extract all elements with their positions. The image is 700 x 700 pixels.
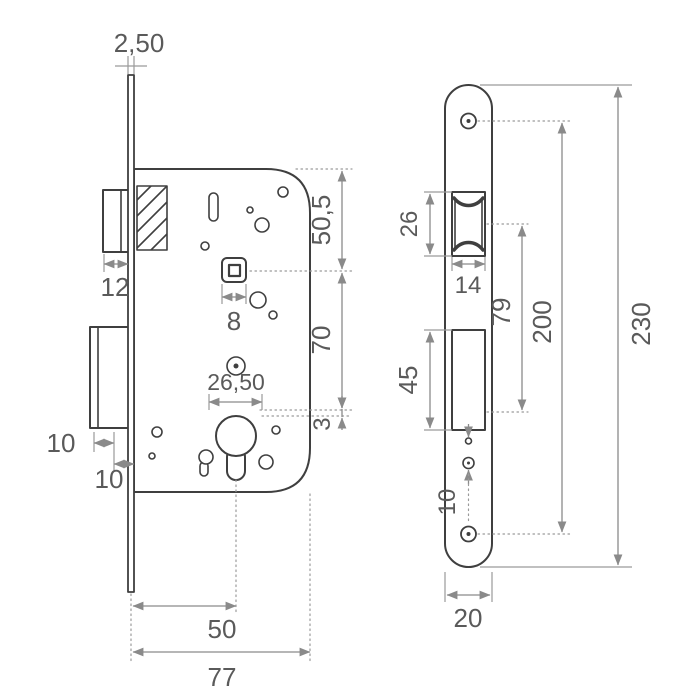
dim-latch-projection-label: 12 xyxy=(101,272,130,302)
dim-faceplate-height-label: 230 xyxy=(626,302,656,345)
dim-fixing-hole-spacing-label: 10 xyxy=(434,489,461,516)
screw-boss-center xyxy=(233,363,239,369)
fixing-holes xyxy=(462,437,475,470)
dim-deadbolt-throw-inner-label: 10 xyxy=(95,464,124,494)
faceplate-edge xyxy=(127,74,135,593)
side-view xyxy=(89,74,311,593)
cylinder-hole xyxy=(215,415,257,481)
dim-cylinder-width-label: 26,50 xyxy=(207,369,265,395)
dim-deadbolt-cutout-height-label: 45 xyxy=(393,366,423,395)
dim-latch-cutout-width-label: 14 xyxy=(455,272,482,299)
dim-spindle-to-cylinder-label: 70 xyxy=(306,326,336,355)
top-screw-hole xyxy=(460,112,477,130)
front-view-dimensions: 26 14 45 79 10 200 230 20 xyxy=(393,84,656,633)
dim-faceplate-thickness-label: 2,50 xyxy=(114,28,165,58)
dim-faceplate-width-label: 20 xyxy=(454,603,483,633)
dim-spindle-hole-label: 8 xyxy=(227,306,241,336)
dim-screw-hole-spacing-label: 200 xyxy=(527,300,557,343)
deadbolt xyxy=(89,326,135,429)
dim-latch-cutout-height-label: 26 xyxy=(396,211,423,238)
bottom-screw-hole xyxy=(460,525,477,543)
faceplate-front xyxy=(444,84,493,568)
internal-holes xyxy=(148,186,289,470)
dim-top-to-spindle-label: 50,5 xyxy=(306,195,336,246)
dim-backset-label: 50 xyxy=(208,614,237,644)
spindle-hole xyxy=(221,257,247,283)
keyway-detail xyxy=(198,449,214,477)
dim-latch-to-fixing-hole-label: 79 xyxy=(486,298,516,327)
latch-mechanism-hatch xyxy=(136,185,168,251)
front-view xyxy=(444,84,493,568)
dim-case-depth-label: 77 xyxy=(208,662,237,692)
side-view-dimensions: 2,50 12 10 10 8 26,50 50,5 xyxy=(47,28,353,692)
lock-case xyxy=(133,168,311,493)
dim-deadbolt-throw-outer-label: 10 xyxy=(47,428,76,458)
latch-cutout xyxy=(451,191,486,257)
dim-cylinder-gap-label: 3 xyxy=(309,417,336,430)
